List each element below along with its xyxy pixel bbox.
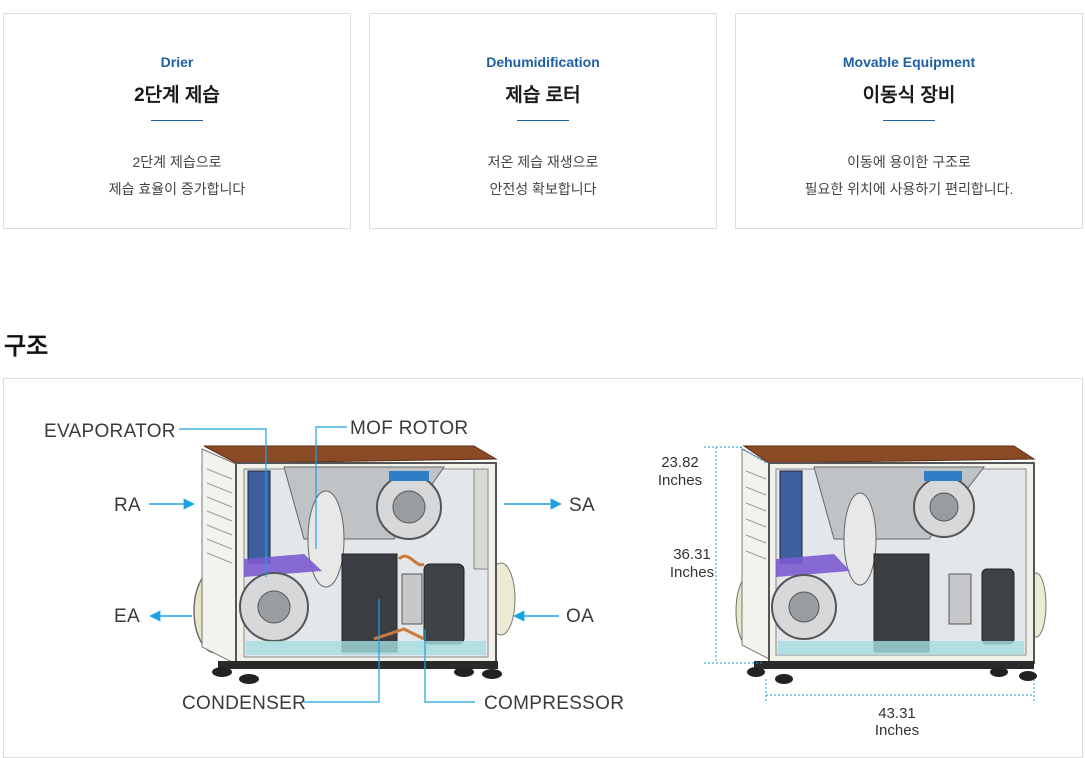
feature-en-title: Drier [160,54,194,70]
feature-ko-title: 2단계 제습 [134,85,220,106]
section-title: 구조 [4,333,49,360]
diagram-canvas: EVAPORATOR MOF ROTOR RA SA EA OA CONDENS… [44,418,1047,739]
dimension-height-unit: Inches [670,564,714,581]
feature-desc-line: 필요한 위치에 사용하기 편리합니다. [804,181,1014,197]
label-condenser: CONDENSER [182,693,306,714]
feature-divider [883,120,935,121]
dimension-width-unit: Inches [875,722,919,739]
feature-card-dehumidification: Dehumidification 제습 로터 저온 제습 재생으로 안전성 확보… [369,13,717,229]
flow-arrows [149,498,562,622]
label-ra: RA [114,495,141,516]
feature-card-movable: Movable Equipment 이동식 장비 이동에 용이한 구조로 필요한… [735,13,1083,229]
feature-ko-title: 이동식 장비 [862,85,956,106]
label-mof-rotor: MOF ROTOR [350,418,468,439]
dimension-width-value: 43.31 [878,705,916,722]
label-compressor: COMPRESSOR [484,693,624,714]
feature-divider [517,120,569,121]
feature-description: 2단계 제습으로 제습 효율이 증가합니다 [4,149,350,203]
leader-lines [179,426,475,703]
label-oa: OA [566,606,594,627]
label-sa: SA [569,495,595,516]
dimension-depth-value: 23.82 [661,454,699,471]
feature-card-drier: Drier 2단계 제습 2단계 제습으로 제습 효율이 증가합니다 [3,13,351,229]
unit-dimension-illustration [735,445,1047,684]
dimension-depth-unit: Inches [658,472,702,489]
feature-desc-line: 이동에 용이한 구조로 [847,154,971,170]
feature-ko-title: 제습 로터 [505,85,581,106]
feature-divider [151,120,203,121]
unit-cutaway-illustration [193,445,516,684]
feature-description: 저온 제습 재생으로 안전성 확보합니다 [370,149,716,203]
dimension-lines [704,446,1035,701]
feature-en-title: Movable Equipment [842,54,976,70]
feature-en-title: Dehumidification [486,54,600,70]
dimension-height-value: 36.31 [673,546,711,563]
label-evaporator: EVAPORATOR [44,421,176,442]
feature-desc-line: 안전성 확보합니다 [489,181,597,197]
feature-desc-line: 2단계 제습으로 [132,154,222,170]
label-ea: EA [114,606,140,627]
feature-desc-line: 제습 효율이 증가합니다 [108,181,246,197]
feature-description: 이동에 용이한 구조로 필요한 위치에 사용하기 편리합니다. [736,149,1082,203]
feature-desc-line: 저온 제습 재생으로 [487,154,599,170]
structure-diagram: EVAPORATOR MOF ROTOR RA SA EA OA CONDENS… [3,378,1083,758]
